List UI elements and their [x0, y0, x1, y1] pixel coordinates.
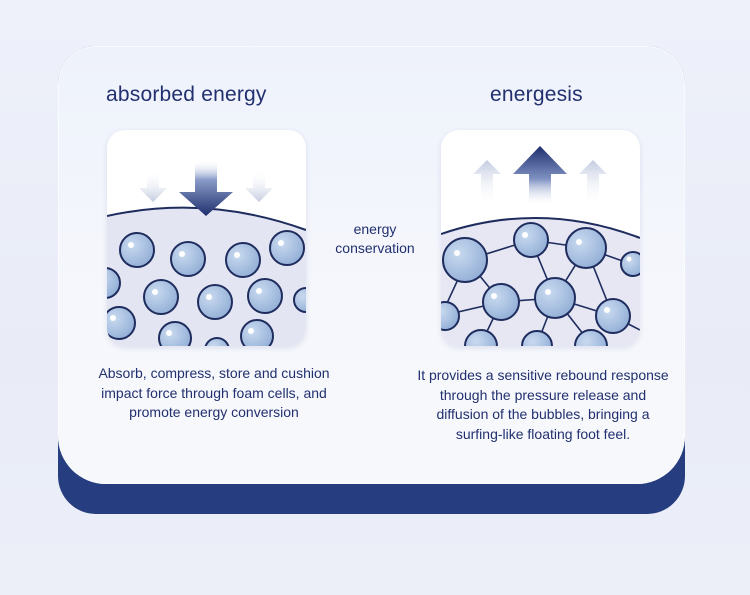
- absorbed-energy-title: absorbed energy: [106, 83, 267, 106]
- foam-bubbles: [107, 230, 306, 346]
- energy-conservation-label: energy conservation: [335, 221, 415, 256]
- small-up-arrow-icon: [473, 160, 607, 206]
- up-arrow-icon: [513, 146, 567, 206]
- foam-bubbles: [441, 222, 640, 346]
- bubble-highlights: [454, 232, 632, 313]
- bubble-highlights: [110, 240, 284, 336]
- absorbed-energy-illustration: [107, 130, 306, 346]
- energesis-illustration: [441, 130, 640, 346]
- absorbed-energy-description: Absorb, compress, store and cushion impa…: [98, 365, 330, 420]
- energesis-description: It provides a sensitive rebound response…: [417, 367, 669, 442]
- energesis-title: energesis: [490, 83, 583, 106]
- down-arrow-icon: [179, 160, 233, 216]
- small-down-arrow-icon: [139, 170, 273, 202]
